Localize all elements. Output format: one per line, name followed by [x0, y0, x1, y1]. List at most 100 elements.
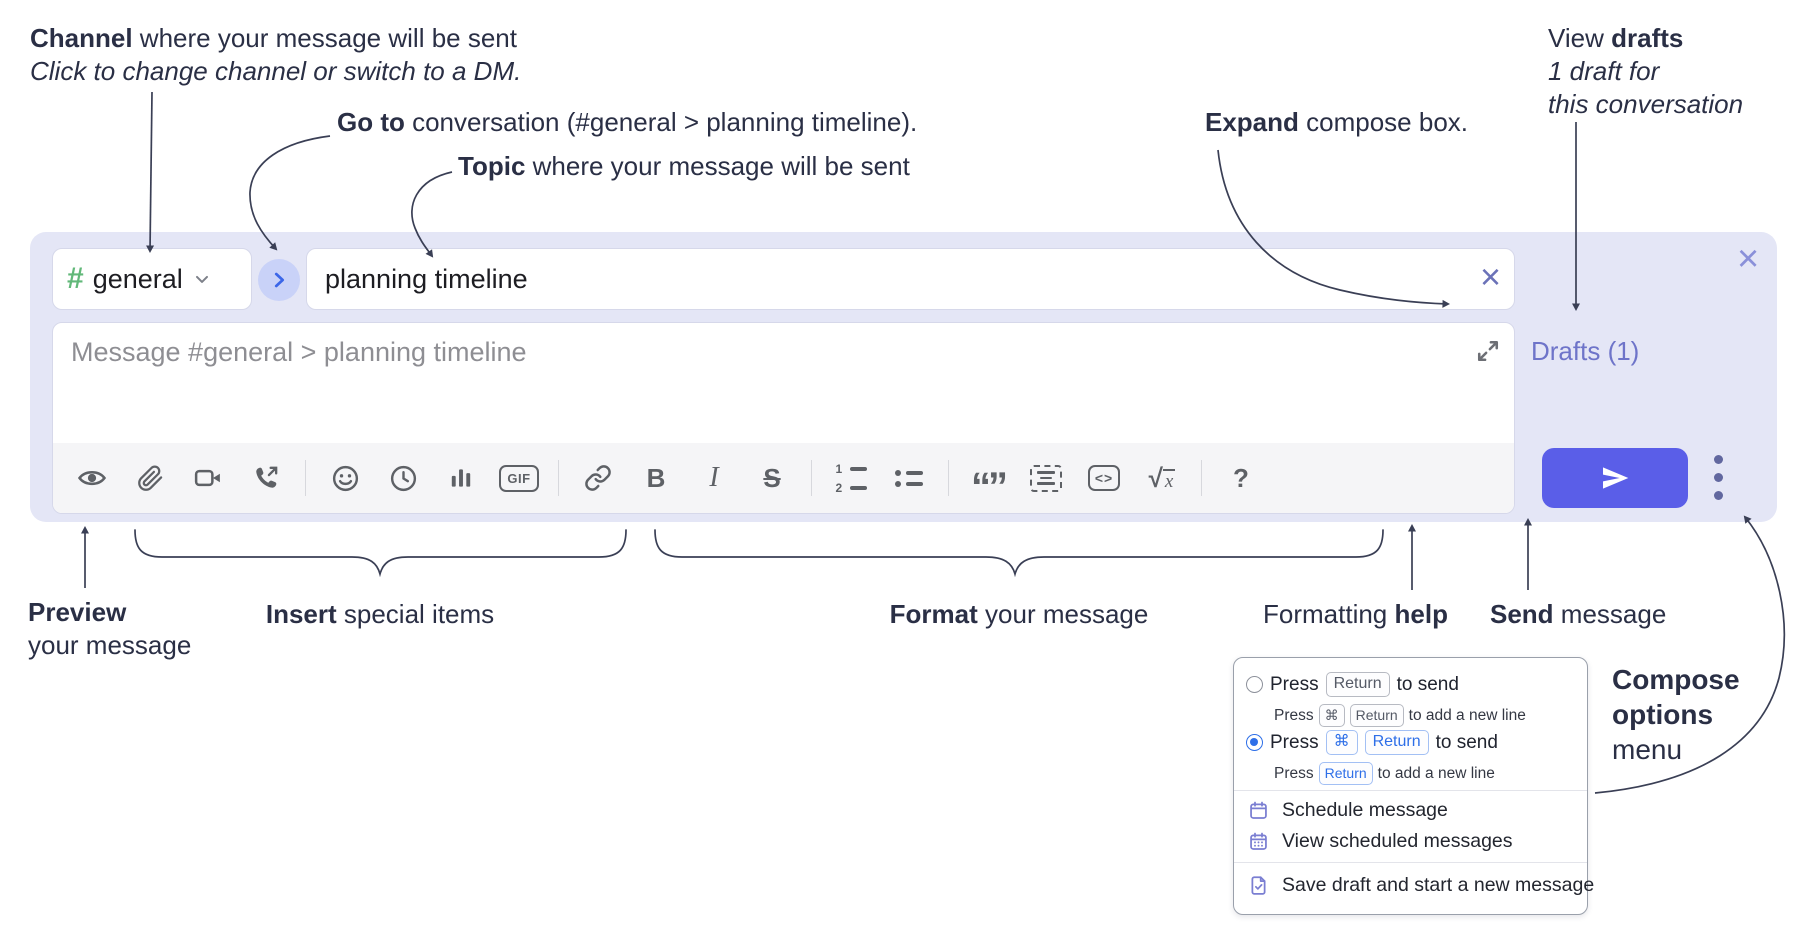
- send-option-cmd-return-sub: Press Return to add a new line: [1274, 762, 1495, 785]
- goto-annotation: Go to conversation (#general > planning …: [337, 106, 917, 139]
- sqrt-icon: √x: [1148, 462, 1176, 493]
- formatting-toolbar: GIF B I S 1 2 “” <> √: [53, 443, 1514, 513]
- paperclip-icon: [137, 464, 162, 491]
- format-annotation: Format your message: [655, 598, 1383, 631]
- attach-file-button[interactable]: [127, 455, 173, 501]
- compose-options-button[interactable]: [1714, 455, 1723, 500]
- math-button[interactable]: √x: [1139, 455, 1185, 501]
- send-annotation-bold: Send: [1490, 599, 1554, 629]
- preview-button[interactable]: [69, 455, 115, 501]
- view-drafts-bold: drafts: [1611, 23, 1684, 53]
- option1-sub-pre: Press: [1274, 706, 1314, 724]
- ordered-list-button[interactable]: 1 2: [828, 455, 874, 501]
- menu-item-save-draft[interactable]: Save draft and start a new message: [1248, 874, 1594, 897]
- strikethrough-button[interactable]: S: [749, 455, 795, 501]
- italic-button[interactable]: I: [691, 455, 737, 501]
- link-button[interactable]: [575, 455, 621, 501]
- compose-options-menu: Press Return to send Press ⌘ Return to a…: [1233, 657, 1594, 915]
- expand-icon: [1477, 340, 1499, 362]
- option2-sub-pre: Press: [1274, 764, 1314, 782]
- expand-annotation: Expand compose box.: [1205, 106, 1468, 139]
- send-button[interactable]: [1542, 448, 1688, 508]
- send-icon: [1603, 467, 1629, 489]
- preview-annotation-bold: Preview: [28, 597, 127, 627]
- send-option-cmd-return[interactable]: Press ⌘ Return to send: [1246, 730, 1498, 755]
- preview-annotation-line2: your message: [28, 630, 192, 660]
- menu-item-label: View scheduled messages: [1282, 830, 1513, 852]
- chevron-down-icon: [195, 275, 208, 283]
- insert-annotation: Insert special items: [135, 598, 625, 631]
- ol-number-2: 2: [835, 480, 843, 495]
- toolbar-divider: [558, 460, 559, 496]
- help-icon: ?: [1233, 462, 1249, 493]
- cmd-keycap-blue: ⌘: [1325, 730, 1358, 755]
- channel-selector[interactable]: # general: [52, 248, 252, 310]
- audio-call-button[interactable]: [243, 455, 289, 501]
- bulleted-list-button[interactable]: [886, 455, 932, 501]
- format-annotation-rest: your message: [977, 599, 1149, 629]
- radio-unselected-icon[interactable]: [1246, 676, 1263, 693]
- send-option-return[interactable]: Press Return to send: [1246, 672, 1459, 697]
- menu-item-label: Save draft and start a new message: [1282, 874, 1595, 896]
- channel-name: general: [92, 263, 183, 294]
- compose-options-line3: menu: [1612, 734, 1683, 765]
- clock-icon: [390, 465, 416, 491]
- recent-clock-button[interactable]: [380, 455, 426, 501]
- channel-annotation-sub: Click to change channel or switch to a D…: [30, 56, 522, 86]
- preview-annotation: Preview your message: [28, 596, 191, 662]
- code-button[interactable]: [1023, 455, 1069, 501]
- compose-options-annotation: Compose options menu: [1612, 662, 1740, 767]
- topic-annotation: Topic where your message will be sent: [458, 150, 910, 183]
- option1-sub-post: to add a new line: [1408, 706, 1526, 724]
- channel-annotation-rest: where your message will be sent: [132, 23, 517, 53]
- poll-button[interactable]: [438, 455, 484, 501]
- goto-annotation-bold: Go to: [337, 107, 405, 137]
- gif-icon: GIF: [499, 464, 539, 492]
- return-keycap: Return: [1325, 672, 1390, 697]
- code-text-icon: [1030, 464, 1062, 492]
- close-compose-icon[interactable]: ×: [1737, 238, 1760, 280]
- radio-selected-icon[interactable]: [1246, 734, 1263, 751]
- goto-annotation-rest: conversation (#general > planning timeli…: [404, 107, 918, 137]
- bulleted-list-icon: [895, 469, 923, 487]
- eye-icon: [77, 470, 107, 486]
- message-input[interactable]: [53, 323, 1514, 443]
- topic-input[interactable]: [306, 248, 1515, 310]
- send-annotation-rest: message: [1553, 599, 1667, 629]
- drafts-link[interactable]: Drafts (1): [1531, 336, 1640, 366]
- compose-options-line1: Compose: [1612, 664, 1740, 695]
- formatting-help-pre: Formatting: [1263, 599, 1395, 629]
- view-drafts-line2: 1 draft for: [1548, 56, 1660, 86]
- formatting-help-button[interactable]: ?: [1218, 455, 1264, 501]
- code-block-button[interactable]: <>: [1081, 455, 1127, 501]
- phone-outgoing-icon: [256, 466, 278, 488]
- view-drafts-pre: View: [1548, 23, 1612, 53]
- insert-annotation-rest: special items: [336, 599, 495, 629]
- code-block-icon: <>: [1087, 465, 1121, 491]
- record-video-button[interactable]: [185, 455, 231, 501]
- menu-item-view-scheduled[interactable]: View scheduled messages: [1248, 830, 1513, 853]
- gif-button[interactable]: GIF: [496, 455, 542, 501]
- emoji-button[interactable]: [322, 455, 368, 501]
- format-annotation-bold: Format: [889, 599, 978, 629]
- goto-conversation-button[interactable]: [258, 259, 300, 301]
- option2-pre: Press: [1270, 731, 1319, 753]
- bold-button[interactable]: B: [633, 455, 679, 501]
- topic-field-wrap: ×: [306, 248, 1515, 310]
- topic-clear-icon[interactable]: ×: [1479, 256, 1501, 297]
- option1-pre: Press: [1270, 673, 1319, 695]
- channel-hash-icon: #: [67, 262, 84, 295]
- strikethrough-icon: S: [763, 462, 781, 493]
- menu-item-schedule[interactable]: Schedule message: [1248, 799, 1448, 822]
- option1-post: to send: [1396, 673, 1459, 695]
- send-option-return-sub: Press ⌘ Return to add a new line: [1274, 704, 1526, 727]
- return-keycap-blue: Return: [1364, 730, 1429, 755]
- cmd-keycap: ⌘: [1318, 704, 1345, 727]
- menu-item-label: Schedule message: [1282, 799, 1448, 821]
- expand-compose-button[interactable]: [1474, 337, 1502, 365]
- expand-annotation-bold: Expand: [1205, 107, 1299, 137]
- video-camera-icon: [194, 469, 220, 487]
- blockquote-button[interactable]: “”: [965, 455, 1011, 507]
- link-icon: [585, 465, 611, 491]
- emoji-icon: [332, 465, 358, 491]
